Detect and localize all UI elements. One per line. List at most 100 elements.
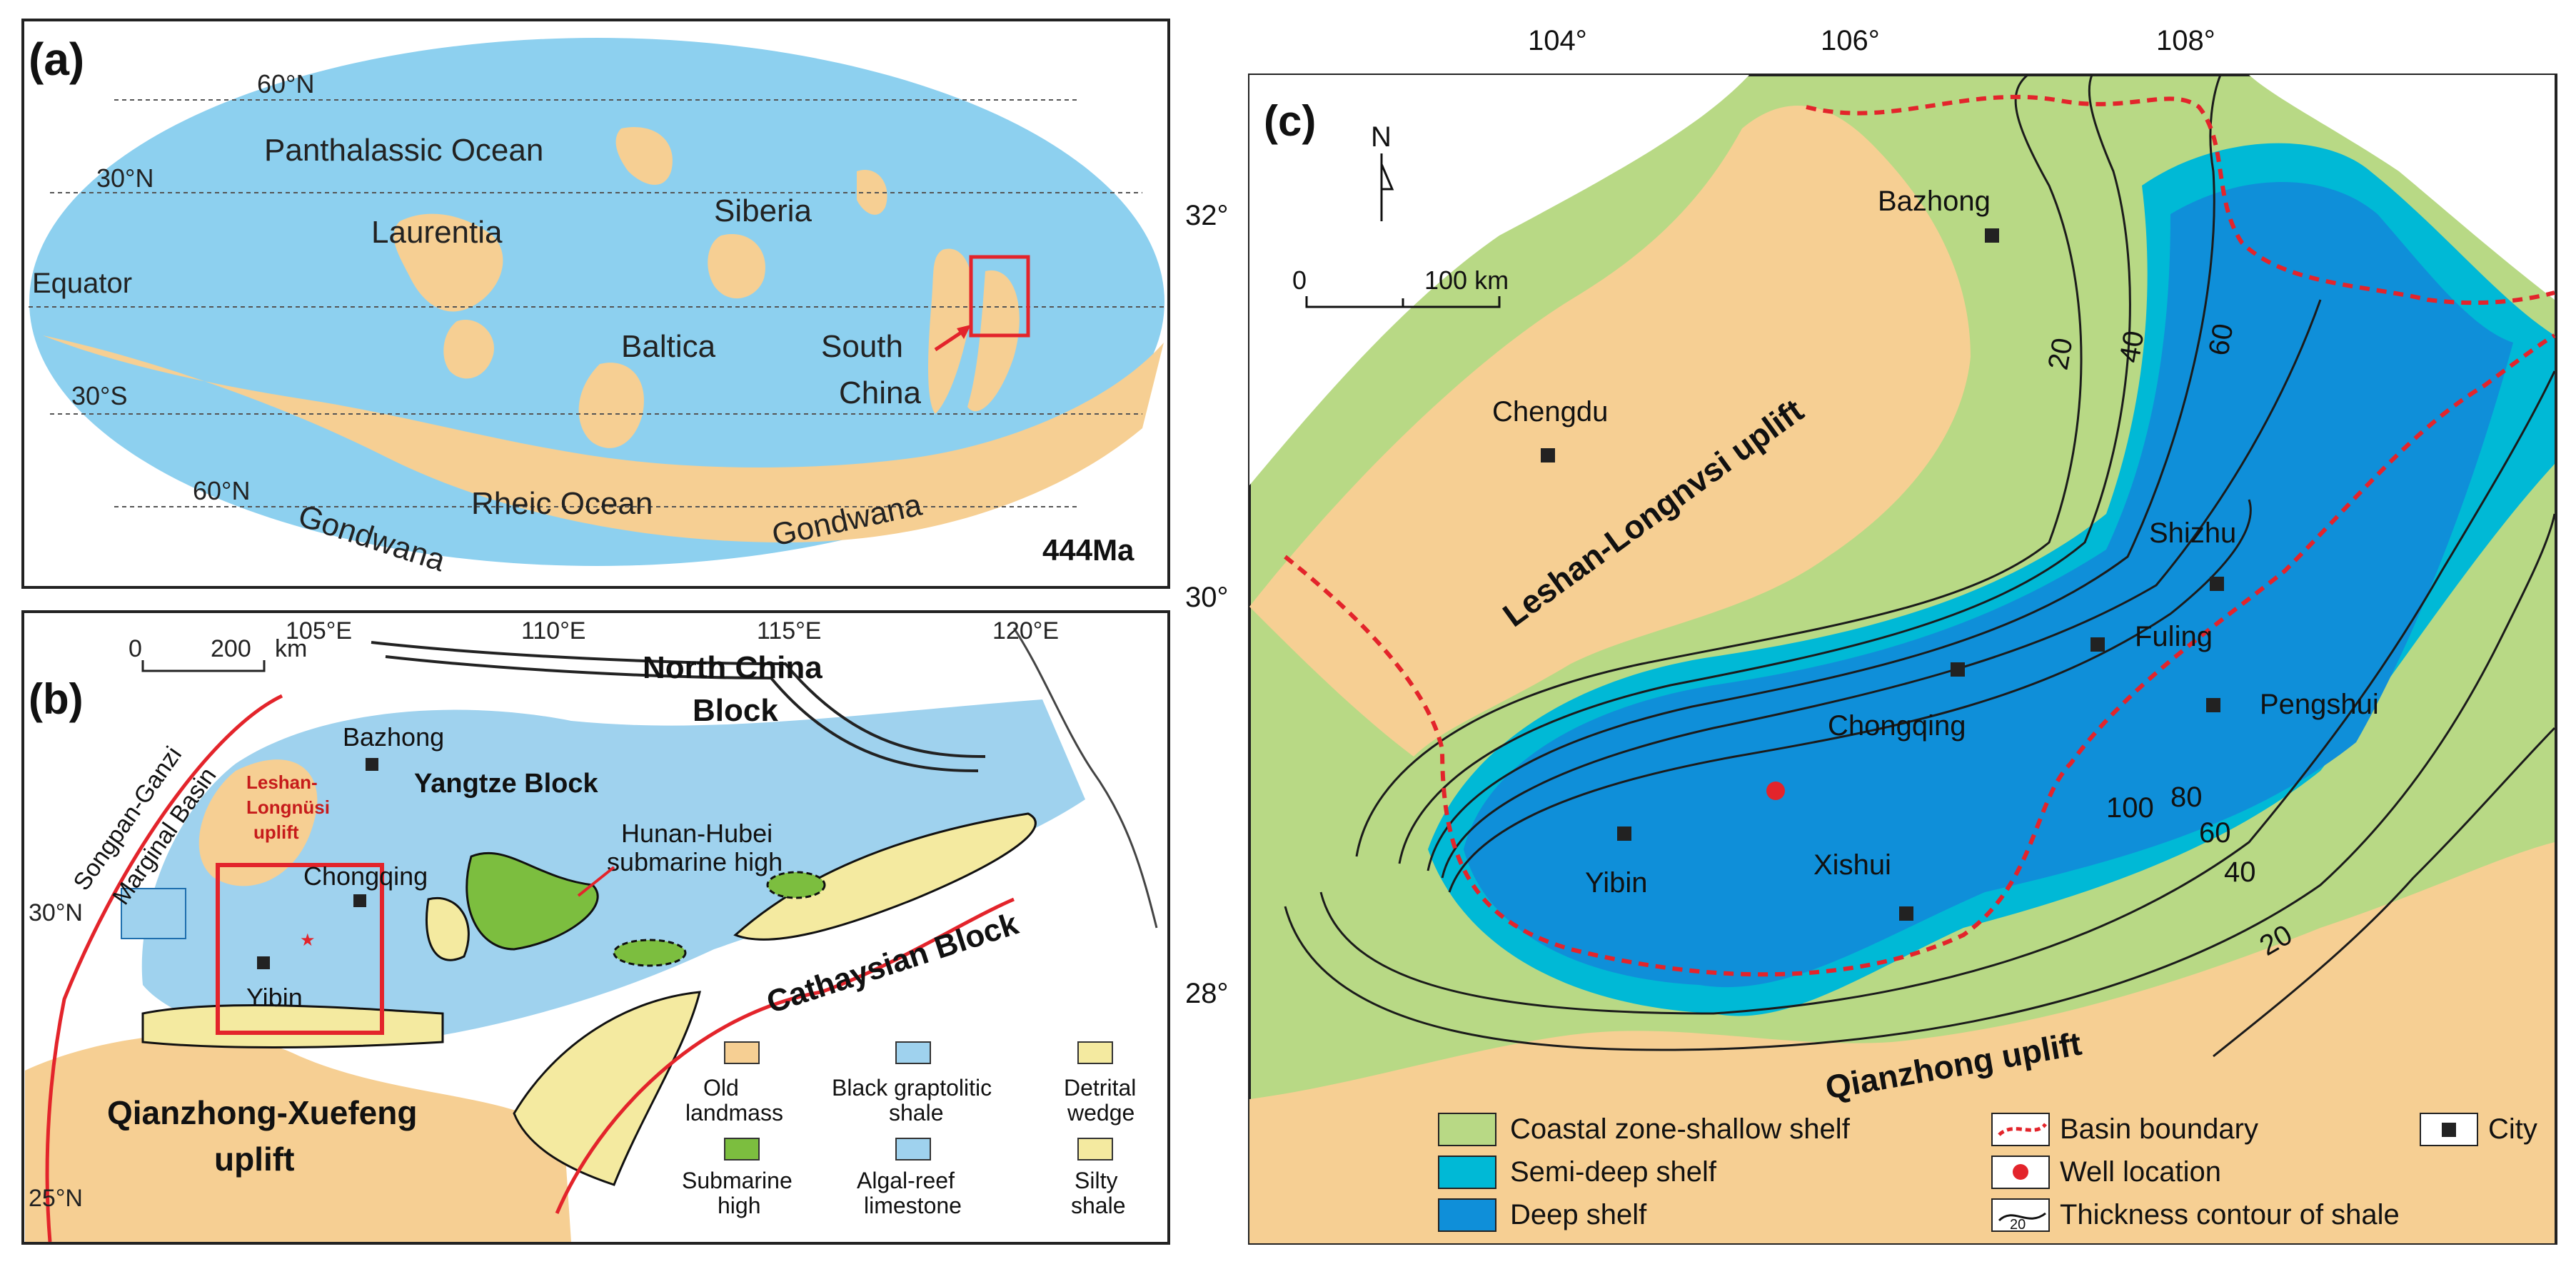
- siberia-islands: [615, 127, 673, 185]
- panthalassic-ocean-label: Panthalassic Ocean: [264, 133, 543, 168]
- hunan-hubei-label-2: submarine high: [607, 847, 783, 876]
- lon-label-108: 108°: [2156, 25, 2215, 56]
- city-marker-shizhu-c: [2210, 577, 2224, 591]
- panel-a: (a) 60°N 30°N Equator 30°S 60°N Panthala…: [21, 19, 1170, 589]
- algal-reef-area: [121, 888, 186, 939]
- legend-detrital-l1: Detrital: [1064, 1075, 1136, 1101]
- legend-submarine-l2: high: [718, 1193, 761, 1218]
- detrital-wedge-south: [513, 991, 701, 1186]
- lat-label-25n-b: 25°N: [29, 1185, 83, 1212]
- leshan-label-1: Leshan-: [246, 772, 318, 793]
- age-label: 444Ma: [1042, 533, 1134, 567]
- legend-algal-l2: limestone: [864, 1193, 962, 1218]
- south-china-arrowhead: [957, 325, 971, 339]
- city-marker-bazhong-c: [1985, 228, 1999, 243]
- city-marker-xishui-c: [1899, 906, 1913, 921]
- lat-label-30s: 30°S: [71, 381, 127, 410]
- leshan-label-3: uplift: [253, 821, 299, 843]
- legend-c: Coastal zone-shallow shelf Semi-deep she…: [1438, 1113, 2537, 1233]
- study-area-box: [216, 863, 384, 1035]
- submarine-high-small-2: [613, 939, 687, 967]
- contour-label-80: 80: [2170, 782, 2203, 813]
- panel-c-outside: [2249, 75, 2555, 300]
- contour-label-40-top: 40: [2114, 328, 2150, 365]
- black-shale-area: [141, 699, 1086, 1043]
- siberia-label: Siberia: [714, 193, 812, 228]
- north-arrow-label: N: [1371, 121, 1392, 153]
- legend-coastal-swatch: [1438, 1113, 1496, 1146]
- city-marker-chengdu-c: [1541, 448, 1555, 462]
- city-label-pengshui-c: Pengshui: [2260, 689, 2379, 720]
- basin-boundary: [1284, 333, 2556, 977]
- city-label-chengdu-c: Chengdu: [1492, 396, 1608, 428]
- lat-label-60n-top: 60°N: [257, 69, 314, 98]
- lon-label-105: 105°E: [286, 617, 352, 644]
- submarine-high-main: [466, 851, 599, 951]
- south-china-box: [969, 255, 1030, 338]
- panel-a-tag: (a): [29, 34, 84, 85]
- siberia-landmass: [708, 234, 765, 299]
- legend-old-landmass-swatch: [724, 1041, 760, 1064]
- city-marker-chongqing-c: [1951, 662, 1965, 677]
- well-star-icon: ★: [300, 931, 316, 950]
- panel-c-top-left-white: [1249, 75, 1749, 485]
- city-marker-chongqing: [353, 894, 366, 907]
- lon-label-110: 110°E: [521, 617, 585, 644]
- hunan-hubei-arrow: [577, 866, 615, 897]
- city-label-fuling-c: Fuling: [2135, 621, 2213, 652]
- china-label: China: [839, 375, 921, 410]
- laurentia-label: Laurentia: [371, 215, 503, 250]
- coastline: [1012, 627, 1158, 929]
- fault-east: [555, 897, 1015, 1214]
- contour-label-20-top: 20: [2043, 335, 2079, 372]
- yangtze-block-label: Yangtze Block: [414, 769, 598, 799]
- legend-well-dot: [2013, 1164, 2028, 1180]
- baltica-label: Baltica: [621, 329, 716, 364]
- scale-value-b: 200: [211, 635, 251, 662]
- qianzhong-uplift: [1249, 842, 2555, 1243]
- panel-c: N 0 100 km 104° 106° 108° 32° 30° 28° (c…: [1185, 25, 2557, 1245]
- panel-c-tag: (c): [1264, 97, 1316, 145]
- city-marker-pengshui-c: [2206, 698, 2220, 712]
- lat-label-30: 30°: [1185, 582, 1229, 613]
- fault-west: [45, 694, 283, 1243]
- north-china-label-2: Block: [693, 693, 778, 728]
- gondwana-landmass: [43, 335, 1164, 542]
- panel-b-tag: (b): [29, 675, 84, 723]
- city-label-chongqing-c: Chongqing: [1828, 710, 1966, 742]
- leshan-longnvsi-uplift: [1249, 105, 1971, 757]
- city-label-yibin-c: Yibin: [1585, 867, 1647, 899]
- legend-basin-line: [1998, 1123, 2047, 1136]
- legend-contour-symbol: 20: [2010, 1217, 2026, 1233]
- legend-contour-swatch: [1991, 1198, 2050, 1232]
- scale-zero-b: 0: [129, 635, 142, 662]
- city-marker-yibin: [257, 956, 270, 969]
- city-label-chongqing-b: Chongqing: [303, 861, 428, 891]
- legend-b: Old landmass Black graptolitic shale Det…: [682, 1041, 1136, 1218]
- scale-bar-b: [141, 660, 266, 672]
- legend-contour-label: Thickness contour of shale: [2060, 1199, 2400, 1230]
- legend-city-marker: [2442, 1123, 2456, 1137]
- laurentia-islands: [443, 320, 494, 379]
- deep-shelf: [1464, 182, 2513, 988]
- legend-silty-l1: Silty: [1075, 1168, 1117, 1193]
- legend-contour-line: [1998, 1212, 2046, 1222]
- legend-submarine-l1: Submarine: [682, 1168, 793, 1193]
- contour-label-100: 100: [2106, 792, 2154, 824]
- legend-deep-label: Deep shelf: [1510, 1199, 1647, 1230]
- lat-label-30n-b: 30°N: [29, 899, 83, 926]
- south-china-arc: [967, 270, 1020, 412]
- scale-value-c: 100 km: [1424, 266, 1509, 295]
- contour-label-40-bottom: 40: [2224, 856, 2256, 888]
- lon-label-115: 115°E: [757, 617, 821, 644]
- lat-label-30n: 30°N: [96, 163, 154, 193]
- detrital-wedge-east: [733, 812, 1037, 941]
- north-china-label-1: North China: [643, 650, 822, 685]
- city-marker-bazhong: [366, 758, 378, 771]
- south-china-landmass: [928, 248, 973, 414]
- lat-label-60n-bottom: 60°N: [193, 476, 250, 505]
- city-label-bazhong-c: Bazhong: [1878, 186, 1991, 217]
- world-ocean: [29, 38, 1164, 566]
- legend-silty-swatch: [1077, 1138, 1113, 1161]
- leshan-landmass: [198, 759, 318, 886]
